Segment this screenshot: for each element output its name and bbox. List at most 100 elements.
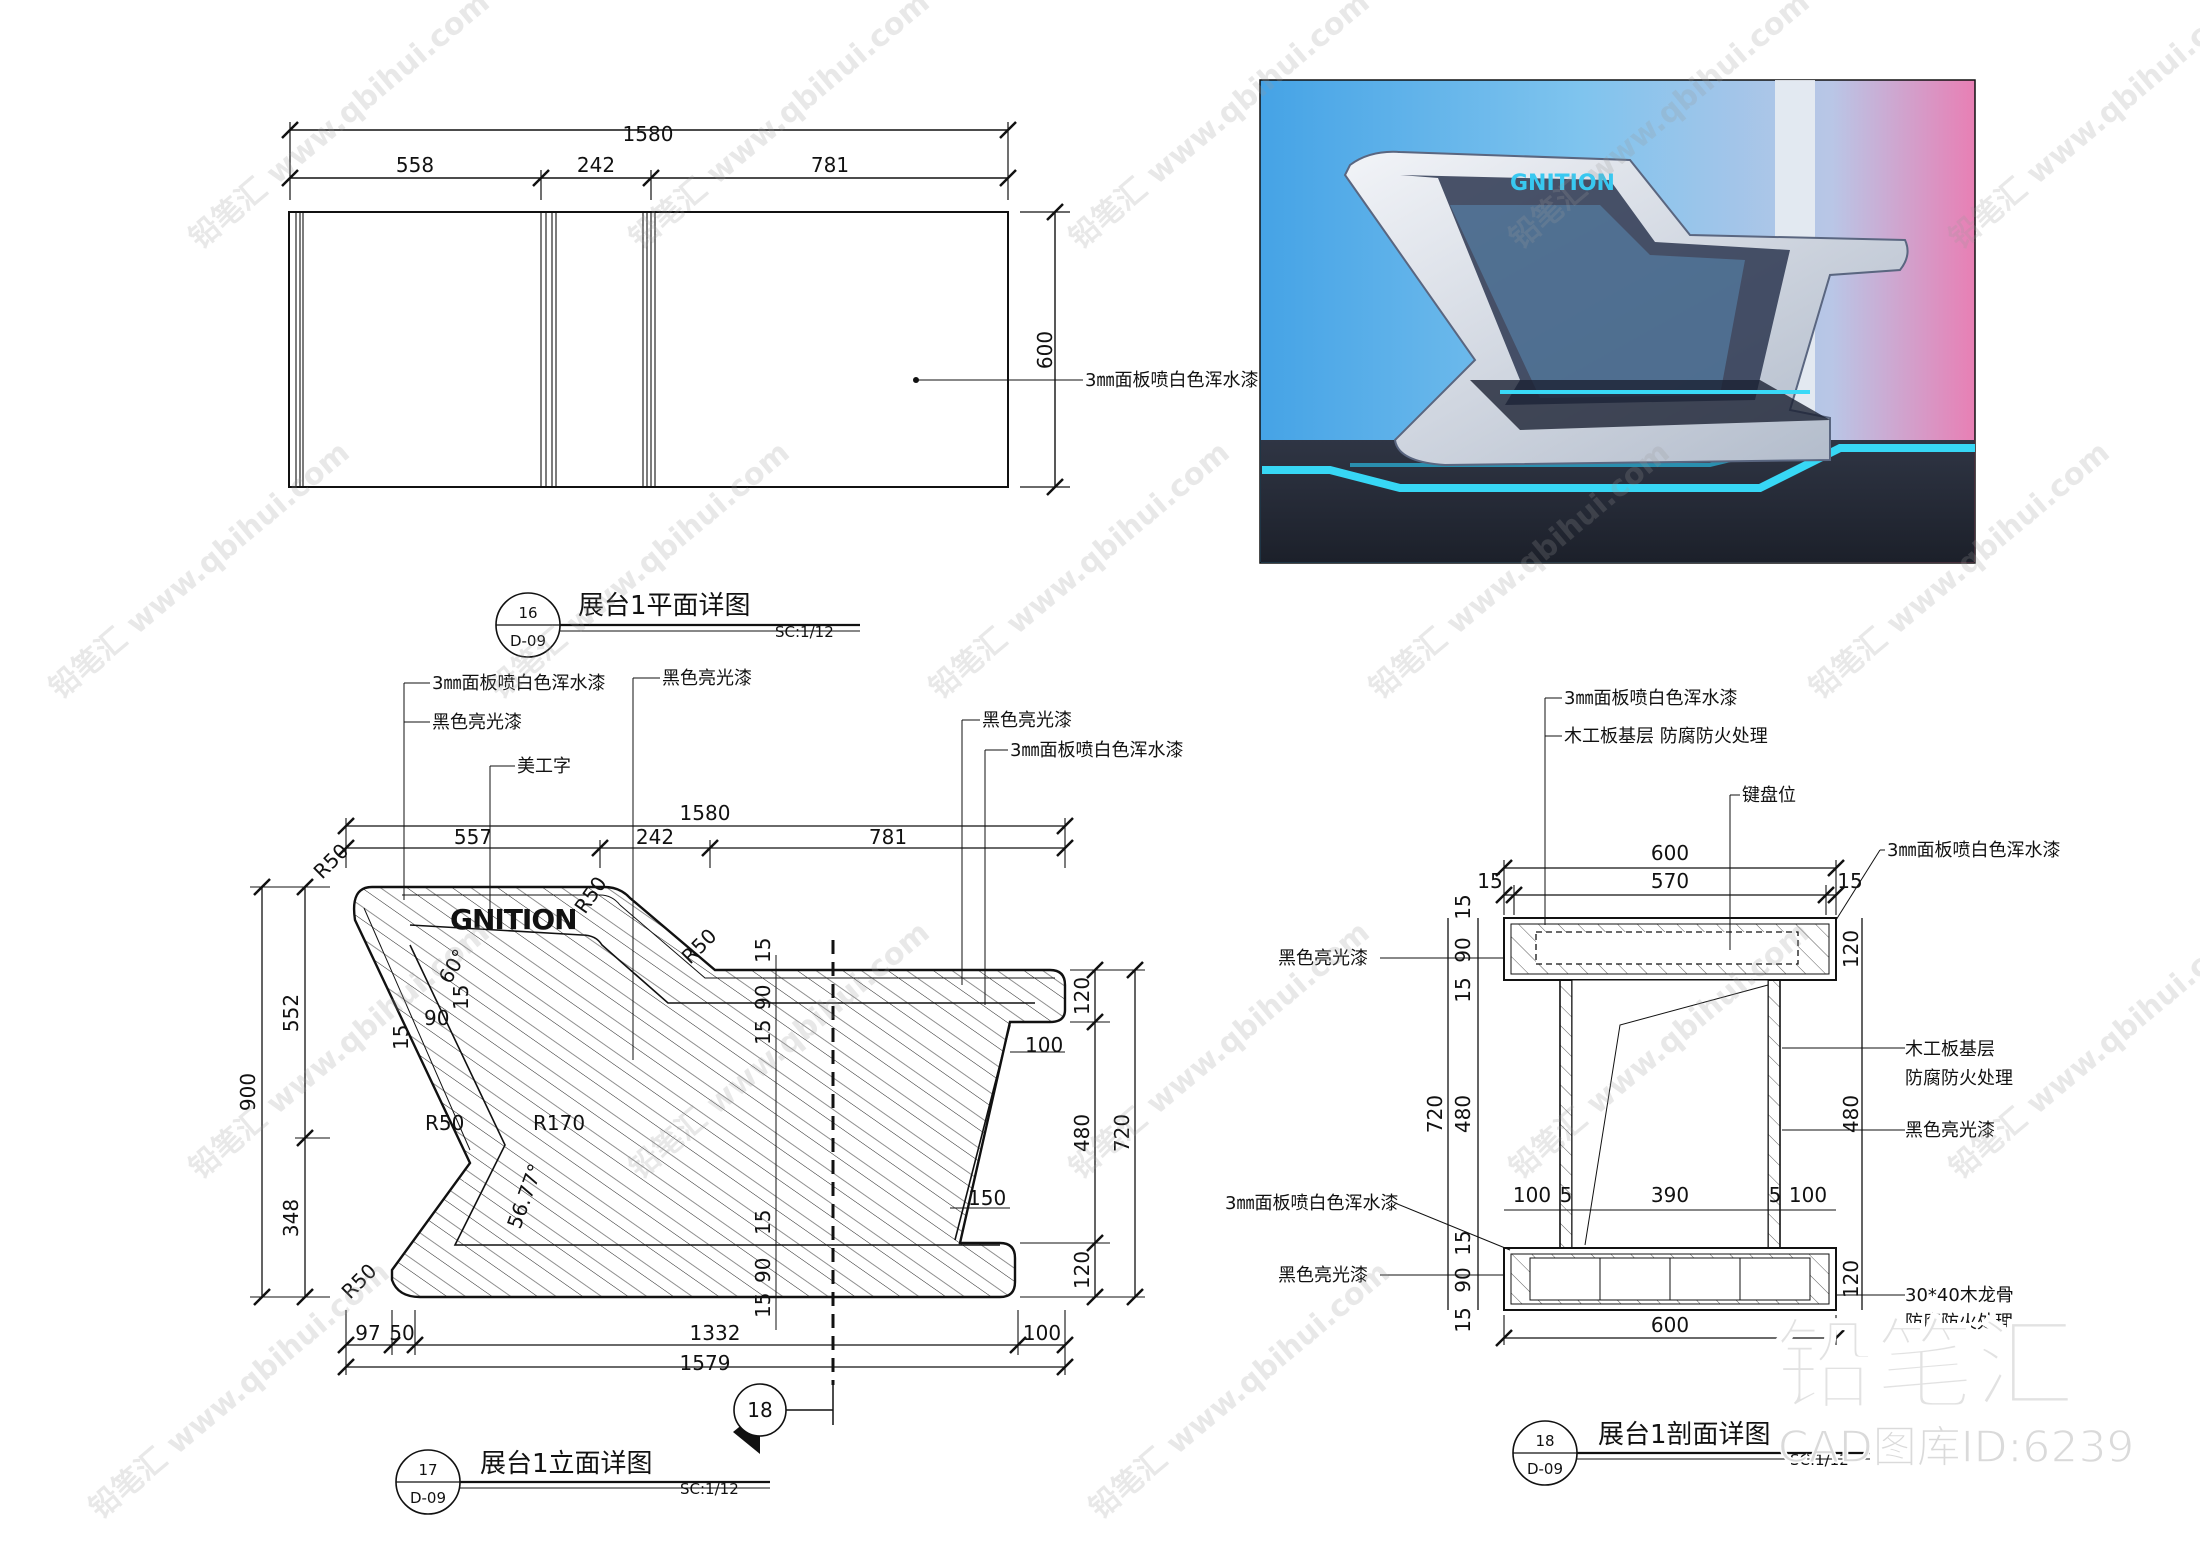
section-title-block: 18 D-09 展台1剖面详图 SC:1/12: [1512, 1420, 1870, 1486]
plan-dim-total: 1580: [623, 122, 674, 146]
svg-text:15: 15: [389, 1025, 413, 1050]
svg-text:90: 90: [1451, 1267, 1475, 1292]
svg-text:900: 900: [236, 1073, 260, 1111]
plan-dim-3: 781: [811, 153, 849, 177]
render-brand-sign: GNITION: [1510, 171, 1615, 196]
svg-text:15: 15: [449, 985, 473, 1010]
svg-text:120: 120: [1839, 1260, 1863, 1298]
svg-text:90: 90: [1451, 937, 1475, 962]
section-title: 展台1剖面详图: [1598, 1420, 1771, 1450]
svg-text:480: 480: [1070, 1114, 1094, 1152]
svg-text:铅笔汇 www.qbihui.com: 铅笔汇 www.qbihui.com: [923, 435, 1237, 706]
plan-scale: SC:1/12: [775, 623, 834, 641]
sec-label-j2: 防腐防火处理: [1905, 1312, 2013, 1333]
svg-text:97: 97: [355, 1321, 380, 1345]
sec-label-c: 键盘位: [1742, 785, 1796, 806]
elev-label-e: 黑色亮光漆: [982, 710, 1072, 731]
svg-text:铅笔汇 www.qbihui.com: 铅笔汇 www.qbihui.com: [483, 435, 797, 706]
svg-text:100: 100: [1025, 1033, 1063, 1057]
svg-text:90: 90: [424, 1006, 449, 1030]
sec-label-a: 3㎜面板喷白色浑水漆: [1564, 688, 1737, 709]
svg-text:铅笔汇 www.qbihui.com: 铅笔汇 www.qbihui.com: [83, 1255, 397, 1526]
svg-text:242: 242: [636, 825, 674, 849]
svg-text:铅笔汇 www.qbihui.com: 铅笔汇 www.qbihui.com: [43, 435, 357, 706]
svg-text:90: 90: [751, 985, 775, 1010]
svg-text:R170: R170: [533, 1111, 585, 1135]
svg-text:D-09: D-09: [510, 632, 546, 650]
svg-text:15: 15: [751, 1210, 775, 1235]
svg-text:15: 15: [1837, 869, 1862, 893]
elev-label-d: 黑色亮光漆: [662, 668, 752, 689]
svg-text:90: 90: [751, 1258, 775, 1283]
svg-text:557: 557: [454, 825, 492, 849]
plan-note: 3㎜面板喷白色浑水漆: [1085, 370, 1258, 391]
section-cut-marker: 18: [747, 1398, 772, 1422]
svg-text:1579: 1579: [680, 1351, 731, 1375]
section-scale: SC:1/12: [1790, 1451, 1849, 1469]
elev-label-f: 3㎜面板喷白色浑水漆: [1010, 740, 1183, 761]
watermark-cad-id: CAD图库ID:6239: [1778, 1422, 2134, 1473]
svg-text:铅笔汇 www.qbihui.com: 铅笔汇 www.qbihui.com: [1063, 915, 1377, 1186]
elevation-title-block: 17 D-09 展台1立面详图 SC:1/12: [395, 1449, 770, 1515]
svg-text:100: 100: [1023, 1321, 1061, 1345]
sec-label-f1: 木工板基层: [1905, 1039, 1995, 1060]
elevation-title: 展台1立面详图: [480, 1449, 653, 1479]
svg-text:铅笔汇 www.qbihui.com: 铅笔汇 www.qbihui.com: [1943, 0, 2200, 256]
elevation-view: 1580 557 242 781 900 552 348 GNITION R50…: [236, 668, 1183, 1515]
render-image: GNITION: [1259, 79, 1976, 564]
svg-text:15: 15: [1451, 977, 1475, 1002]
elev-label-a: 3㎜面板喷白色浑水漆: [432, 673, 605, 694]
elevation-brand-sign: GNITION: [450, 903, 577, 936]
svg-text:600: 600: [1651, 841, 1689, 865]
svg-text:120: 120: [1070, 1251, 1094, 1289]
svg-text:720: 720: [1110, 1114, 1134, 1152]
sec-label-g: 黑色亮光漆: [1905, 1120, 1995, 1141]
svg-text:15: 15: [1451, 894, 1475, 919]
svg-text:480: 480: [1451, 1095, 1475, 1133]
svg-text:720: 720: [1423, 1095, 1447, 1133]
sec-label-i: 黑色亮光漆: [1278, 1265, 1368, 1286]
sec-label-b: 木工板基层 防腐防火处理: [1564, 726, 1768, 747]
svg-text:120: 120: [1070, 977, 1094, 1015]
svg-text:R50: R50: [309, 839, 354, 884]
elevation-scale: SC:1/12: [680, 1480, 739, 1498]
sec-label-e: 黑色亮光漆: [1278, 948, 1368, 969]
plan-title: 展台1平面详图: [578, 591, 751, 621]
plan-dim-depth: 600: [1033, 331, 1057, 369]
svg-text:铅笔汇 www.qbihui.com: 铅笔汇 www.qbihui.com: [183, 0, 497, 256]
svg-text:1580: 1580: [680, 801, 731, 825]
sec-label-d: 3㎜面板喷白色浑水漆: [1887, 840, 2060, 861]
svg-text:R50: R50: [425, 1111, 464, 1135]
svg-text:D-09: D-09: [410, 1489, 446, 1507]
svg-text:100: 100: [1789, 1183, 1827, 1207]
svg-text:15: 15: [1477, 869, 1502, 893]
svg-text:1332: 1332: [690, 1321, 741, 1345]
svg-text:570: 570: [1651, 869, 1689, 893]
svg-text:17: 17: [418, 1461, 437, 1479]
svg-text:50: 50: [389, 1321, 414, 1345]
svg-text:15: 15: [751, 1293, 775, 1318]
sec-label-j1: 30*40木龙骨: [1905, 1285, 2014, 1306]
plan-dim-1: 558: [396, 153, 434, 177]
elev-label-c: 美工字: [517, 756, 571, 777]
svg-text:15: 15: [751, 1020, 775, 1045]
svg-text:铅笔汇 www.qbihui.com: 铅笔汇 www.qbihui.com: [1083, 1255, 1397, 1526]
svg-text:390: 390: [1651, 1183, 1689, 1207]
watermark-brand-big: 铅笔汇: [1775, 1307, 2075, 1424]
svg-text:120: 120: [1839, 930, 1863, 968]
svg-text:5: 5: [1560, 1183, 1573, 1207]
svg-text:100: 100: [1513, 1183, 1551, 1207]
svg-text:15: 15: [1451, 1307, 1475, 1332]
plan-dim-2: 242: [577, 153, 615, 177]
svg-text:781: 781: [869, 825, 907, 849]
svg-text:18: 18: [1535, 1432, 1554, 1450]
section-view: 600 570 15 15 100 5 390 5 100 600: [1225, 688, 2060, 1486]
plan-title-block: 16 D-09 展台1平面详图 SC:1/12: [495, 591, 860, 658]
svg-text:552: 552: [279, 994, 303, 1032]
elevation-desk-body: [352, 885, 1067, 1299]
svg-text:348: 348: [279, 1199, 303, 1237]
svg-text:15: 15: [751, 938, 775, 963]
svg-text:150: 150: [968, 1186, 1006, 1210]
sec-label-f2: 防腐防火处理: [1905, 1068, 2013, 1089]
